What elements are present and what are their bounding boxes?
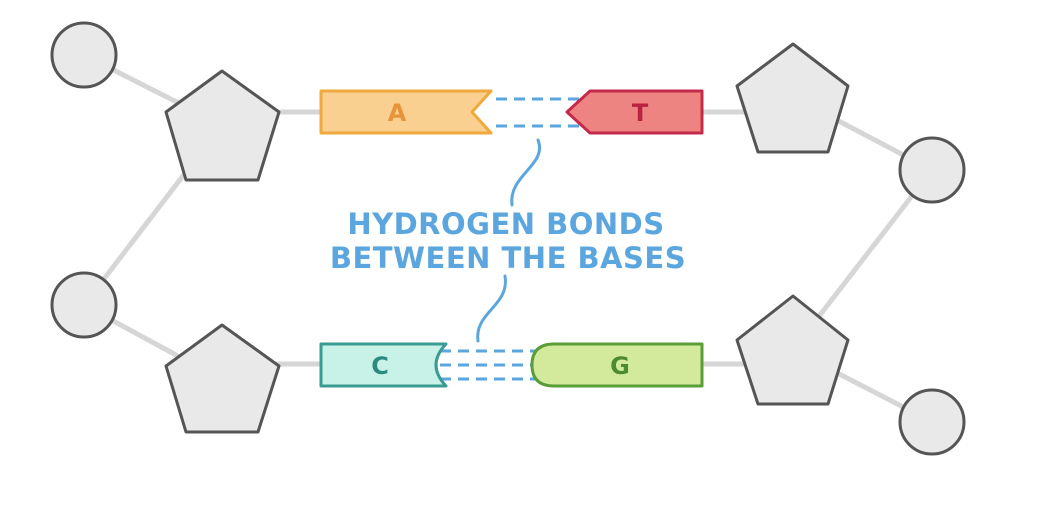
phosphate-circle-top-left (50, 21, 118, 89)
label-leaders (476, 138, 542, 343)
hydrogen-bonds (440, 97, 582, 381)
base-c-letter: C (371, 352, 389, 380)
base-g: G (530, 342, 704, 388)
base-t-shape (565, 89, 704, 135)
sugar-pentagon-bottom-right (735, 294, 850, 406)
leader-line-top (510, 138, 542, 207)
base-g-shape (530, 342, 704, 388)
sugars (164, 42, 850, 434)
base-t-letter: T (632, 99, 649, 127)
sugar-pentagon-bottom-left (164, 323, 281, 434)
base-c-shape (319, 342, 448, 388)
phosphate-circle-middle-right (898, 136, 966, 204)
leader-line-bottom (476, 274, 507, 343)
sugar-pentagon-top-left (164, 69, 281, 182)
phosphate-circle-bottom-right (898, 388, 966, 456)
phosphates (50, 21, 966, 456)
base-t: T (565, 89, 704, 135)
hydrogen-bonds-label: HYDROGEN BONDS BETWEEN THE BASES (330, 207, 686, 275)
base-a-letter: A (388, 99, 407, 127)
base-a: A (319, 89, 493, 135)
phosphate-circle-middle-left (50, 271, 118, 339)
base-c: C (319, 342, 448, 388)
label-line-1: HYDROGEN BONDS (347, 207, 664, 241)
base-a-shape (319, 89, 493, 135)
sugar-pentagon-top-right (735, 42, 850, 154)
label-line-2: BETWEEN THE BASES (330, 241, 686, 275)
base-g-letter: G (610, 352, 630, 380)
